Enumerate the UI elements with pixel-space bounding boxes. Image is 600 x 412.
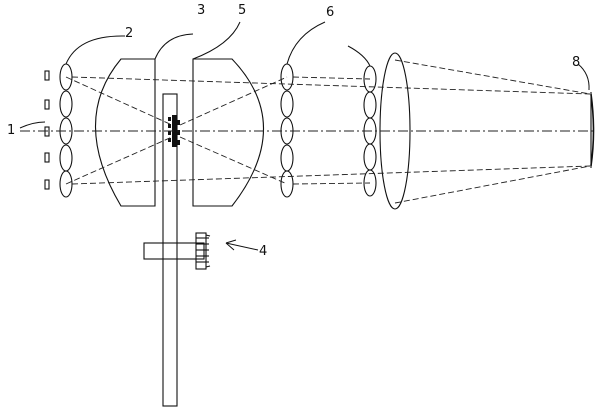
modulator-elements xyxy=(168,115,180,147)
ray-traces xyxy=(65,59,591,204)
label-1: 1 xyxy=(7,123,15,138)
label-3: 3 xyxy=(197,3,205,18)
label-4: 4 xyxy=(259,244,267,259)
label-8: 8 xyxy=(572,55,580,70)
label-5: 5 xyxy=(238,3,246,18)
light-source-array xyxy=(44,70,50,190)
rotating-plate xyxy=(162,93,178,407)
arrow-to-gear xyxy=(225,239,259,251)
left-condenser-lens xyxy=(95,58,156,207)
right-condenser-lens xyxy=(192,58,265,207)
label-2: 2 xyxy=(125,26,133,41)
drive-shaft xyxy=(143,232,211,270)
leader-lines xyxy=(19,21,590,129)
label-6: 6 xyxy=(326,5,334,20)
target-screen xyxy=(590,93,595,167)
